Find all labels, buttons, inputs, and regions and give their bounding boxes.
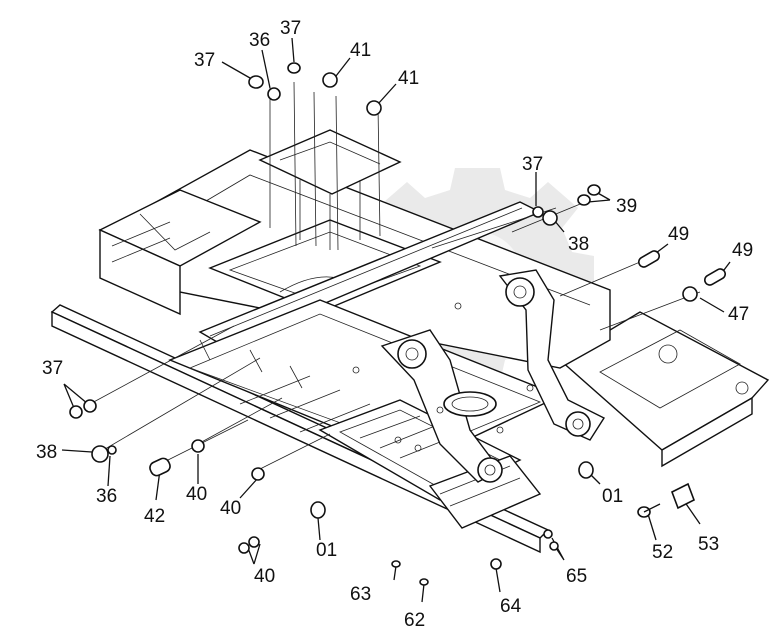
bolt-part-62 <box>419 578 429 586</box>
callout-37a: 37 <box>194 50 215 71</box>
callout-36b: 36 <box>96 486 117 507</box>
oval-seal-49b <box>704 268 726 286</box>
ring-part-41b <box>366 100 382 116</box>
callout-01a: 01 <box>316 540 337 561</box>
ring-part-47 <box>682 286 698 302</box>
seal-part-39a <box>577 194 591 206</box>
oval-seal-42 <box>149 457 171 477</box>
callout-37d: 37 <box>42 358 63 379</box>
callout-labels: 37 36 37 41 41 37 39 38 49 49 47 37 38 3… <box>36 18 753 631</box>
callout-39: 39 <box>616 196 637 217</box>
ring-part-01a <box>310 501 326 519</box>
bolt-part-65b <box>549 541 559 551</box>
seal-part-39b <box>587 184 601 196</box>
callout-40b: 40 <box>220 498 241 519</box>
callout-65: 65 <box>566 566 587 587</box>
callout-53: 53 <box>698 534 719 555</box>
callout-37c: 37 <box>522 154 543 175</box>
callout-64: 64 <box>500 596 522 617</box>
bolt-part-52 <box>637 503 661 518</box>
seal-part-37b <box>287 62 301 74</box>
bolt-part-63 <box>391 560 401 568</box>
seal-part-40c2 <box>248 536 260 548</box>
ring-part-64 <box>490 558 502 570</box>
callout-52: 52 <box>652 542 673 563</box>
seal-part-36b <box>107 445 117 455</box>
callout-40c: 40 <box>254 566 275 587</box>
callout-40a: 40 <box>186 484 207 505</box>
seal-part-37c <box>532 206 544 218</box>
plate-part-53 <box>670 482 696 510</box>
seal-part-37d2 <box>83 399 97 413</box>
callout-01b: 01 <box>602 486 623 507</box>
seal-part-36a <box>267 87 281 101</box>
callout-47: 47 <box>728 304 749 325</box>
callout-36a: 36 <box>249 30 270 51</box>
callout-41b: 41 <box>398 68 419 89</box>
seal-part-40c1 <box>238 542 250 554</box>
callout-38b: 38 <box>36 442 57 463</box>
callout-49b: 49 <box>732 240 753 261</box>
callout-42: 42 <box>144 506 165 527</box>
ring-part-38b <box>91 445 109 463</box>
oval-seal-49a <box>638 250 660 268</box>
callout-62: 62 <box>404 610 425 631</box>
ring-part-38a <box>542 210 558 226</box>
callout-38a: 38 <box>568 234 589 255</box>
seal-part-40a <box>191 439 205 453</box>
seal-part-37a <box>248 75 264 89</box>
callout-37b: 37 <box>280 18 301 39</box>
callout-49a: 49 <box>668 224 689 245</box>
callout-63: 63 <box>350 584 371 605</box>
callout-41a: 41 <box>350 40 371 61</box>
parts <box>69 62 726 586</box>
seal-part-40b <box>251 467 265 481</box>
seal-part-37d1 <box>69 405 83 419</box>
bolt-part-65a <box>543 529 553 539</box>
ring-part-41a <box>322 72 338 88</box>
ring-part-01b <box>578 461 594 479</box>
